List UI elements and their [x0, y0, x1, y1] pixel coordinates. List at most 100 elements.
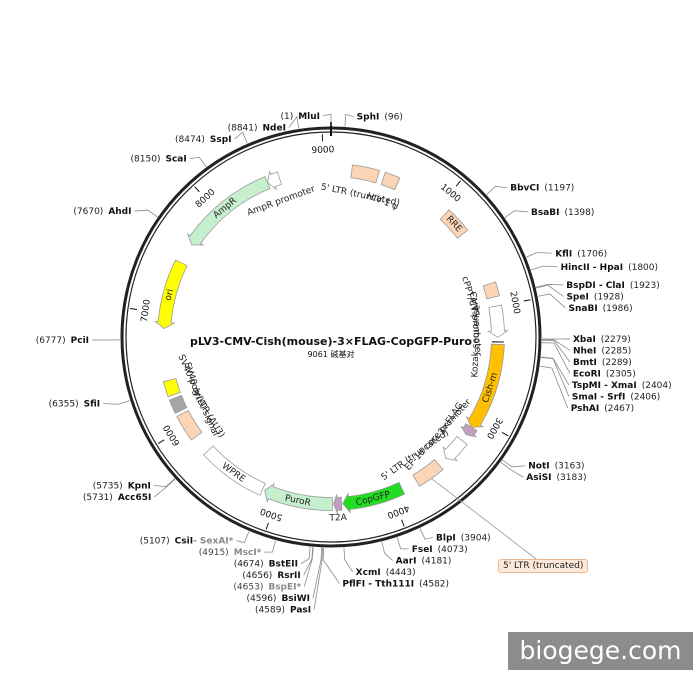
site-name: BlpI [436, 533, 456, 543]
site-name: BsiWI [281, 594, 310, 604]
site-leader-line [536, 284, 564, 297]
site-leader-line [103, 400, 130, 405]
site-position: (6777) [36, 336, 66, 346]
site-position: (2404) [642, 381, 672, 391]
site-spei: SpeI(1928) [536, 284, 624, 302]
site-position: (1923) [630, 281, 660, 291]
site-bspdi-clai: BspDI - ClaI (1923) [535, 281, 660, 291]
site-name: AhdI [108, 207, 131, 217]
feature-shape [162, 377, 181, 398]
feature-shape [264, 482, 333, 511]
site-name: BspDI - ClaI [566, 281, 625, 291]
site-leader-line [344, 113, 354, 127]
site-leader-line [500, 461, 524, 478]
site-pshai: PshAI(2467) [539, 365, 634, 414]
site-position: (4582) [419, 579, 449, 589]
site-position: (4181) [421, 556, 451, 566]
feature-shape [267, 170, 283, 191]
site-position: (1986) [603, 304, 633, 314]
site-xbai: XbaI(2279) [541, 335, 631, 345]
site-leader-line [541, 342, 571, 374]
site-position: (1928) [594, 292, 624, 302]
tick-mark [194, 186, 200, 193]
site-pcii: PciI(6777) [36, 336, 121, 346]
site-aari: AarI (4181) [381, 541, 451, 566]
site-position: (1197) [544, 184, 574, 194]
site-name: TspMI - XmaI [572, 381, 637, 391]
site-noti: NotI (3163) [502, 459, 585, 472]
tick-mark [523, 299, 531, 302]
tick-label: 3000 [484, 415, 504, 440]
site-position: (3163) [555, 462, 585, 472]
site-name: BmtI [573, 358, 597, 368]
site-leader-line [343, 547, 354, 573]
site-position: (96) [384, 112, 402, 122]
site-smai-srfi: SmaI - SrfI(2406) [540, 357, 660, 402]
feature-puror: PuroR [264, 482, 333, 511]
site-leader-line [189, 156, 207, 168]
site-leader-line [134, 209, 158, 218]
site-position: (8841) [228, 124, 258, 134]
site-position: (6355) [49, 400, 79, 410]
plasmid-size: 9061 碱基对 [308, 349, 355, 359]
site-name: NotI [528, 462, 549, 472]
site-name: AsiSI [526, 473, 551, 483]
site-position: (7670) [73, 207, 103, 217]
site-name: HincII - HpaI [561, 263, 623, 273]
site-position: (4073) [438, 545, 468, 555]
site-name: PflFI - Tth111I [342, 579, 414, 589]
site-leader-line [396, 537, 409, 550]
site-blpi: BlpI (3904) [419, 528, 491, 543]
tick-mark [501, 432, 509, 437]
site-pasi: PasI(4589) [255, 547, 323, 616]
site-leader-line [322, 113, 332, 126]
site-pflfi-tth111i: PflFI - Tth111I (4582) [322, 547, 449, 589]
site-name: BsaBI [531, 208, 560, 218]
site-ahdi: AhdI (7670) [73, 207, 158, 218]
site-position: (4443) [386, 568, 416, 578]
tick-label: 4000 [385, 502, 410, 520]
site-position: (4656) [242, 571, 272, 581]
feature-sv40-ori: SV40 ori [162, 361, 203, 400]
site-name: NheI [573, 346, 596, 356]
site-leader-line [303, 547, 314, 587]
feature-label: SV40 ori [182, 361, 203, 400]
feature-rre: RRE [439, 209, 469, 239]
site-leader-line [234, 131, 248, 144]
tick-label: 6000 [162, 422, 183, 447]
site-acc65i: Acc65I(5731) [83, 478, 176, 503]
site-position: (5107) [140, 537, 170, 547]
site-leader-line [540, 356, 570, 386]
site-leader-line [288, 115, 300, 129]
site-name: XbaI [573, 335, 596, 345]
site-position: (1) [280, 112, 293, 122]
site-leader-line [153, 478, 175, 488]
site-position: (3904) [461, 533, 491, 543]
feature-shape [487, 304, 509, 338]
site-bsiwi: BsiWI(4596) [247, 547, 322, 604]
feature-shape [442, 435, 468, 462]
site-name: RsrII [277, 571, 300, 581]
site-position: (2289) [602, 358, 632, 368]
site-name: SnaBI [569, 304, 598, 314]
site-position: (2467) [604, 404, 634, 414]
site-ndei: NdeI(8841) [228, 115, 300, 134]
feature-label: ori [164, 288, 177, 302]
site-bbvci: BbvCI(1197) [486, 184, 574, 195]
feature-label: Kozak sequence [470, 304, 482, 377]
site-leader-line [540, 357, 570, 397]
tick-label: 8000 [194, 187, 218, 210]
feature-shape [482, 281, 501, 300]
site-name: AarI [396, 556, 417, 566]
site-snabi: SnaBI (1986) [537, 293, 633, 314]
feature-shape [333, 494, 343, 514]
site-xcmi: XcmI(4443) [343, 547, 416, 578]
site-name: SspI [210, 135, 232, 145]
site-leader-line [381, 541, 393, 561]
feature-5-ltr-truncated: 5' LTR (truncated) [380, 428, 451, 487]
feature-shape [465, 343, 505, 428]
site-position: (8150) [131, 155, 161, 165]
feature-wpre: WPRE [203, 445, 266, 496]
site-position: (4674) [234, 560, 264, 570]
site-leader-line [419, 528, 434, 540]
